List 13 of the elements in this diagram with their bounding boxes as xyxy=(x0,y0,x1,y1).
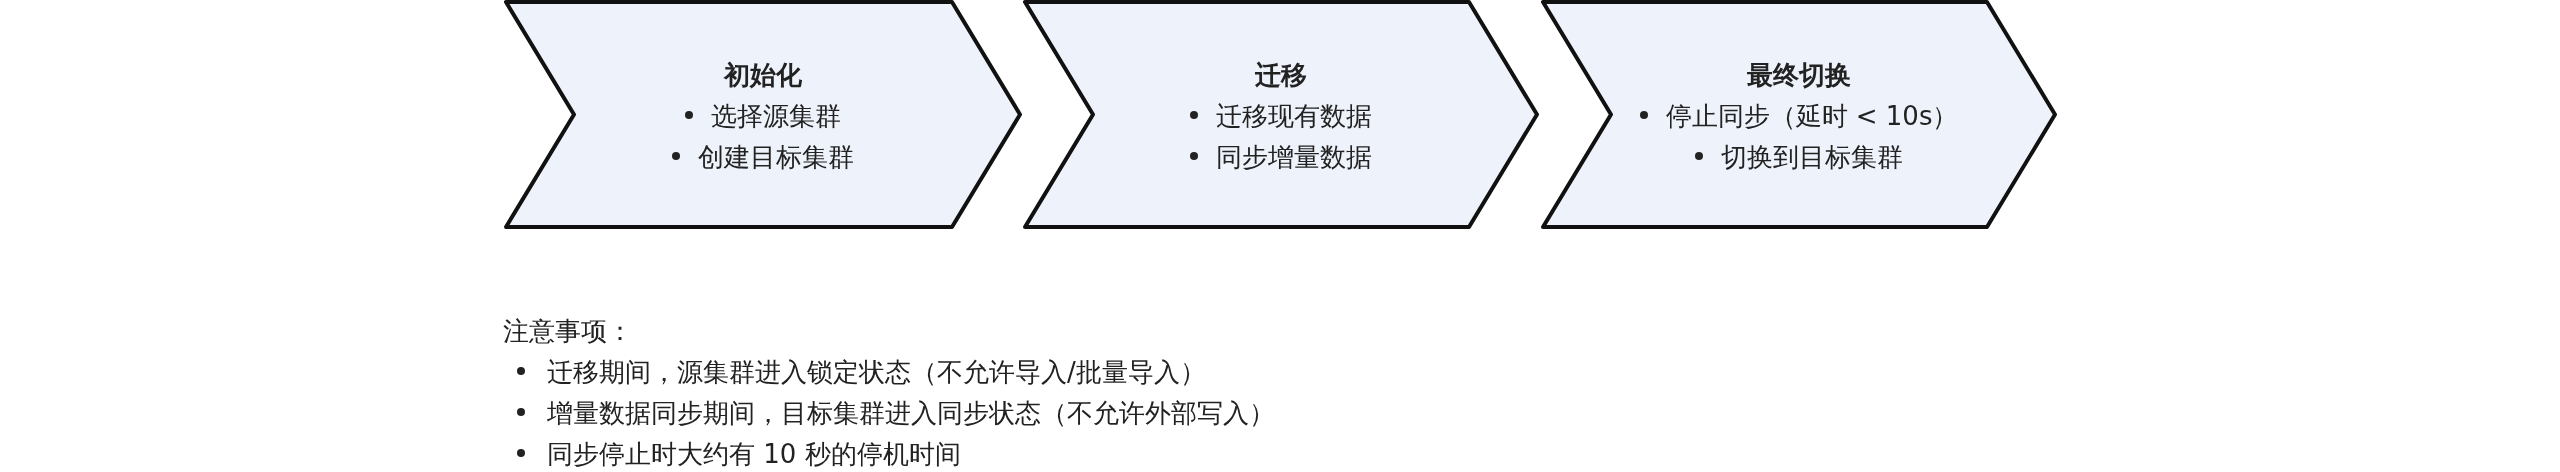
notes-heading: 注意事项： xyxy=(503,316,633,346)
step-heading: 迁移 xyxy=(1255,59,1307,92)
note-item: 同步停止时大约有 10 秒的停机时间 xyxy=(547,439,961,469)
bullet-item: 切换到目标集群 xyxy=(1721,141,1903,174)
bullet-item: 迁移现有数据 xyxy=(1216,100,1372,133)
note-item: 增量数据同步期间，目标集群进入同步状态（不允许外部写入） xyxy=(547,398,1275,428)
step-heading: 初始化 xyxy=(724,59,802,92)
bullet-item: 创建目标集群 xyxy=(698,141,854,174)
bullet-item: 停止同步（延时 < 10s） xyxy=(1665,100,1959,133)
bullet-item: 选择源集群 xyxy=(711,100,841,133)
note-item: 迁移期间，源集群进入锁定状态（不允许导入/批量导入） xyxy=(547,357,1206,387)
step-heading: 最终切换 xyxy=(1747,59,1851,92)
bullet-item: 同步增量数据 xyxy=(1216,141,1372,174)
